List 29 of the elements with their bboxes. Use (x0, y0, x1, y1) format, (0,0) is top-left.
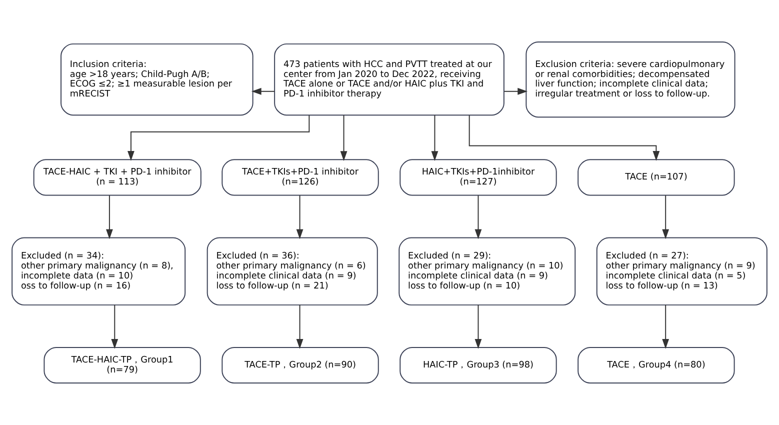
arrow (474, 304, 482, 349)
node-box: Excluded (n = 29): other primary malignancy (n = 10) incomplete clinical data (n = 9) loss to follow-up (n = 10) (398, 237, 576, 306)
arrow (468, 114, 660, 161)
node-box: HAIC-TP，Group3 (n=98) (400, 346, 557, 384)
arrow (106, 195, 113, 240)
arrow (296, 195, 304, 240)
arrow (128, 114, 310, 161)
arrow (662, 304, 670, 349)
arrow (504, 88, 528, 95)
arrow (474, 195, 482, 240)
node-box: Excluded (n = 34): other primary malignancy (n = 8), incomplete data (n = 10) oss to follow-up (n = 16) (12, 237, 186, 306)
node-box: Excluded (n = 36): other primary malignancy (n = 6) incomplete clinical data (n = 9) loss to follow-up (n = 21) (206, 237, 378, 306)
node-box: TACE-HAIC + TKI + PD-1 inhibitor (n = 113) (33, 159, 202, 196)
node-box: Excluded (n = 27): other primary malignancy (n = 9) incomplete clinical data (n = 5) loss to follow-up (n = 13) (596, 237, 768, 306)
node-box: TACE-TP，Group2 (n=90) (222, 346, 379, 384)
node-box: TACE-HAIC-TP，Group1 (n=79) (44, 346, 201, 384)
node-box: TACE (n=107) (578, 159, 735, 196)
node-box: HAIC+TKIs+PD-1inhibitor (n=127) (400, 159, 557, 196)
node-box: Inclusion criteria: age >18 years; Child-Pugh A/B; ECOG ≤2; ≥1 measurable lesion per mRECIST (60, 43, 254, 116)
arrow (340, 114, 348, 162)
arrow (111, 304, 118, 349)
arrow (662, 195, 670, 240)
node-box: 473 patients with HCC and PVTT treated at our center from Jan 2020 to Dec 2022, receiving TACE alone or TACE and/or HAIC plus TKI and PD-1 inhibitor therapy (274, 43, 504, 116)
arrow (251, 88, 275, 95)
arrow (431, 114, 438, 162)
node-box: TACE+TKIs+PD-1 inhibitor (n=126) (222, 159, 379, 196)
node-box: Exclusion criteria: severe cardiopulmonary or renal comorbidities; decompensated liver function; incomplete clinical data; irregular treatment or loss to follow-up. (526, 41, 736, 118)
node-box: TACE，Group4 (n=80) (578, 346, 735, 384)
arrow (296, 304, 304, 349)
